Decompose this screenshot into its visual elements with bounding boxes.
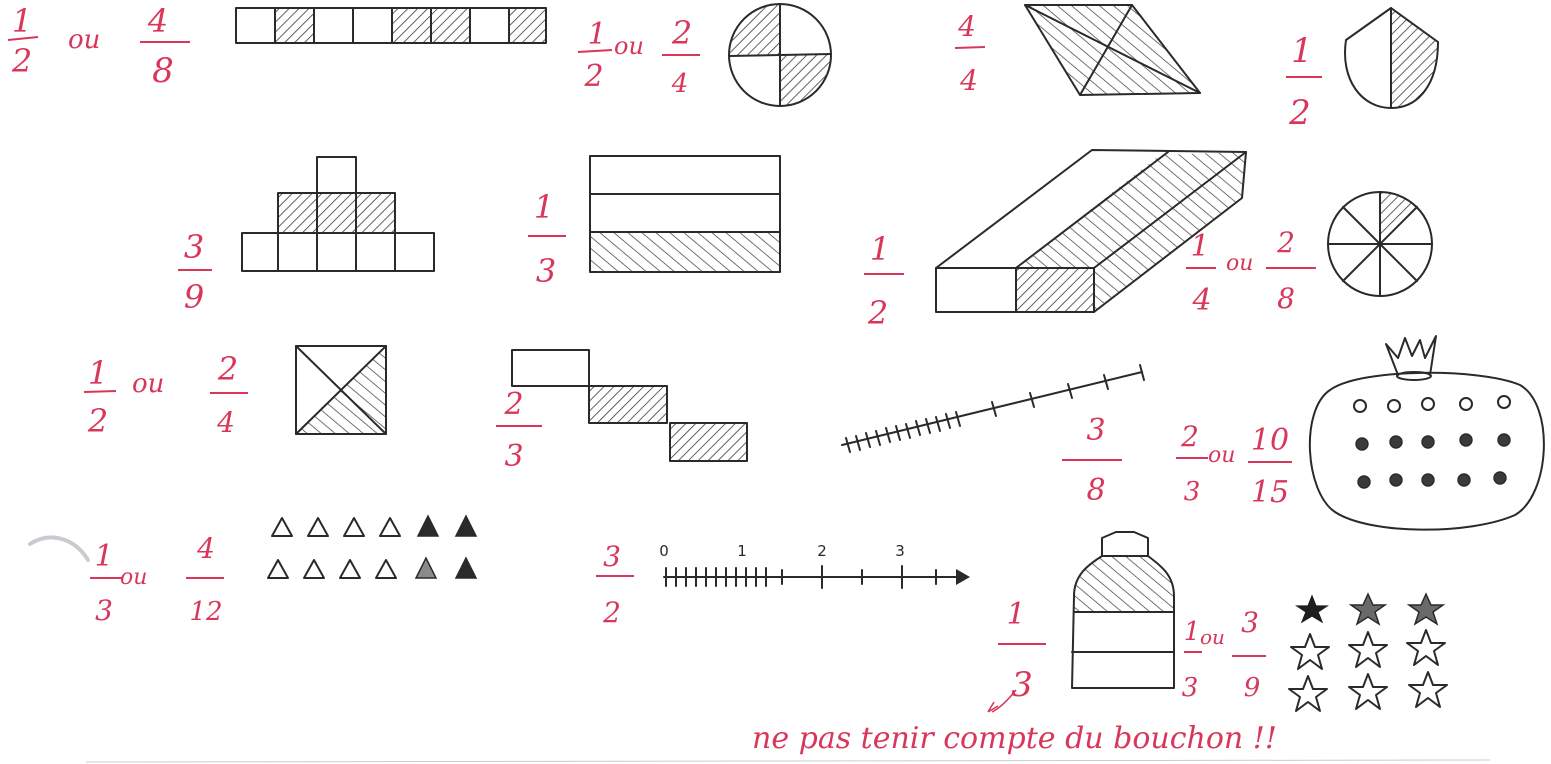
numerator: 3 <box>1241 606 1259 639</box>
ou-label: ou <box>1226 251 1253 276</box>
numerator: 1 <box>1190 229 1209 264</box>
denominator: 3 <box>95 594 113 627</box>
denominator: 4 <box>671 69 689 99</box>
staircase-rectangles-2-shaded <box>512 350 747 461</box>
denominator: 9 <box>184 278 204 316</box>
numerator: 3 <box>184 228 204 266</box>
denominator: 3 <box>1182 673 1199 703</box>
denominator: 8 <box>1277 282 1295 315</box>
fraction-group-1-3-or-4-12: 1 3 ou 4 12 <box>90 532 224 627</box>
ou-label: ou <box>1200 625 1225 649</box>
circle-quarters-2-shaded <box>729 4 831 106</box>
rhombus-fully-shaded <box>1025 5 1200 95</box>
page-edge-line <box>86 760 1490 762</box>
numerator: 4 <box>147 2 168 40</box>
fraction-group-2-3-or-10-15: 2 3 ou 10 15 <box>1176 420 1292 510</box>
fraction-group-1-2-or-2-4-square: 1 2 ou 2 4 <box>84 350 248 440</box>
denominator: 15 <box>1251 475 1289 510</box>
denominator: 4 <box>1191 283 1211 318</box>
square-diagonals-2-shaded <box>296 346 386 434</box>
denominator: 2 <box>867 294 888 332</box>
numerator: 2 <box>503 387 523 422</box>
fraction-1-2-top-right: 1 2 <box>1286 31 1322 133</box>
denominator: 2 <box>87 402 108 440</box>
fraction-bar <box>955 47 985 48</box>
pomegranate-15-seeds-10-shaded <box>1310 336 1544 530</box>
seed-row-empty <box>1354 396 1510 412</box>
fraction-bar <box>84 391 116 392</box>
numerator: 1 <box>534 188 554 226</box>
numerator: 1 <box>1184 617 1201 647</box>
denominator: 8 <box>1086 473 1105 508</box>
numerator: 3 <box>1086 413 1105 448</box>
numerator: 2 <box>671 14 692 52</box>
numerator: 4 <box>957 10 976 43</box>
fraction-bar <box>578 50 612 52</box>
numerator: 1 <box>587 17 606 52</box>
stars-9-3-shaded <box>1289 594 1447 711</box>
fraction-1-3-bottle: 1 3 <box>988 597 1046 712</box>
numerator: 1 <box>88 354 108 392</box>
numerator: 3 <box>603 540 621 573</box>
denominator: 3 <box>1011 665 1033 705</box>
teacher-note: ne pas tenir compte du bouchon !! <box>752 721 1277 756</box>
tick-label-2: 2 <box>817 542 827 560</box>
denominator: 4 <box>959 64 978 97</box>
ou-label: ou <box>120 565 147 590</box>
numerator: 2 <box>1180 420 1199 453</box>
fraction-3-8: 3 8 <box>1062 413 1122 508</box>
denominator: 2 <box>602 596 621 629</box>
fraction-group-1-4-or-2-8: 1 4 ou 2 8 <box>1186 226 1316 318</box>
tick-label-3: 3 <box>895 542 905 560</box>
denominator: 3 <box>1184 477 1201 507</box>
denominator: 12 <box>189 597 222 627</box>
fraction-3-9: 3 9 <box>178 228 212 316</box>
fraction-1-2-prism: 1 2 <box>864 230 904 332</box>
numerator: 10 <box>1251 423 1289 458</box>
fraction-group-1-2-or-4-8: 1 2 ou 4 8 <box>8 2 190 91</box>
fraction-1-3: 1 3 <box>528 188 566 290</box>
tick-label-1: 1 <box>737 542 747 560</box>
denominator: 2 <box>11 42 32 80</box>
fraction-3-2: 3 2 <box>596 540 634 629</box>
pyramid-of-squares-3-shaded <box>242 157 434 271</box>
denominator: 3 <box>536 252 556 290</box>
denominator: 9 <box>1244 673 1261 703</box>
shield-half-shaded <box>1345 8 1438 108</box>
triangles-12-4-shaded <box>268 516 476 578</box>
numerator: 1 <box>870 230 890 268</box>
denominator: 2 <box>1288 93 1311 133</box>
denominator: 3 <box>504 439 523 474</box>
fraction-group-1-2-or-2-4: 1 2 ou 2 4 <box>578 14 700 99</box>
numerator: 1 <box>12 2 32 40</box>
seed-rows-filled <box>1356 434 1510 488</box>
rectangle-thirds-1-shaded <box>590 156 780 272</box>
tick-label-0: 0 <box>659 542 669 560</box>
numerator: 1 <box>94 539 113 574</box>
numerator: 2 <box>1276 226 1295 259</box>
denominator: 8 <box>152 51 174 91</box>
denominator: 2 <box>583 59 603 94</box>
ou-label: ou <box>614 32 644 60</box>
numerator: 1 <box>1291 31 1313 71</box>
curved-arrow-mark <box>30 537 88 560</box>
number-line-0-to-3: 0 1 2 3 <box>659 542 970 588</box>
fraction-group-1-3-or-3-9: 1 3 ou 3 9 <box>1182 606 1266 703</box>
circle-eighths-1-shaded <box>1328 192 1432 296</box>
fraction-4-4: 4 4 <box>955 10 985 97</box>
denominator: 4 <box>216 406 235 439</box>
numerator: 2 <box>217 350 238 388</box>
bottle-thirds-1-shaded <box>1072 532 1174 688</box>
fraction-2-3: 2 3 <box>496 387 542 474</box>
numerator: 4 <box>196 532 215 565</box>
strip-8-cells-4-shaded <box>236 8 546 43</box>
ou-label: ou <box>1208 443 1235 468</box>
ou-label: ou <box>68 25 100 55</box>
numerator: 1 <box>1006 597 1025 632</box>
ou-label: ou <box>132 369 164 399</box>
